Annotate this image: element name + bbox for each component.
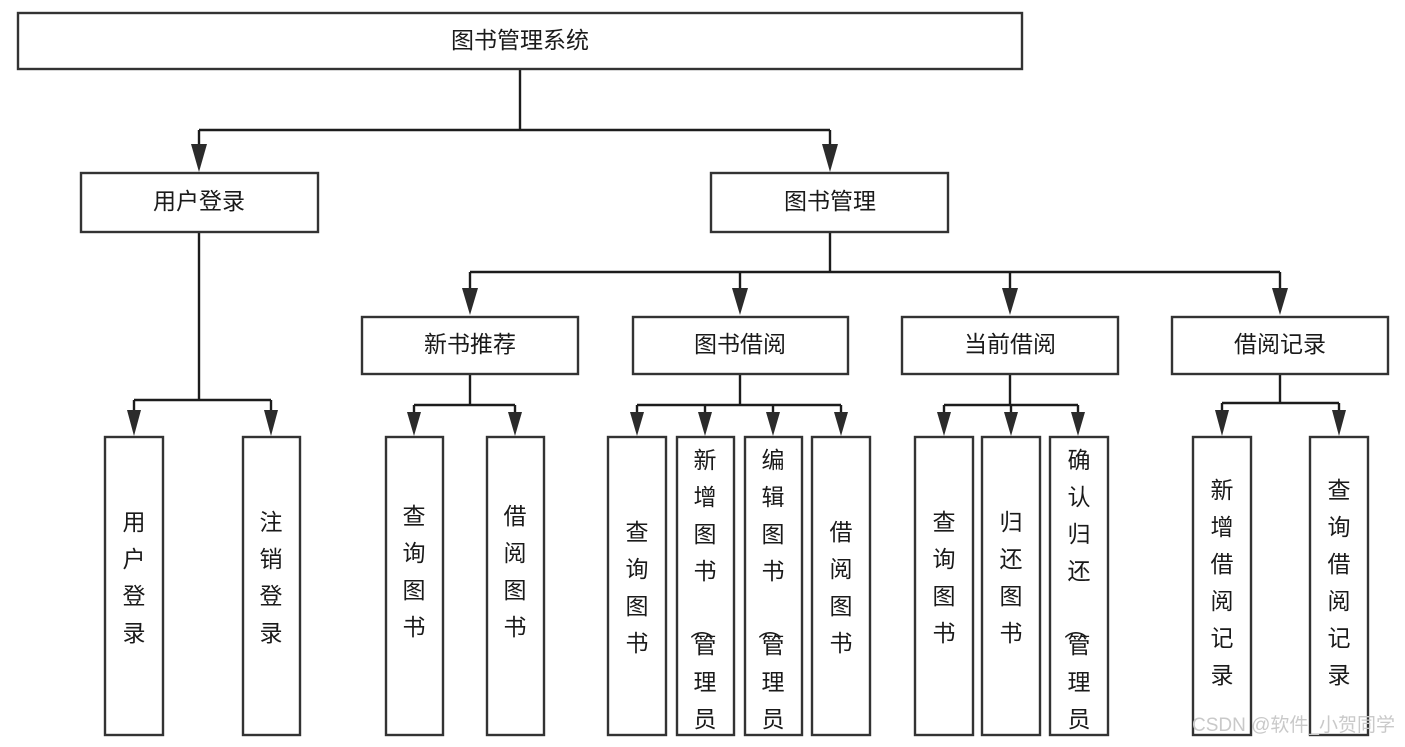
leaf-node-book-borrow-2[interactable]: 新增图书（管理员） <box>675 435 736 747</box>
leaf-node-borrow-record-2-box[interactable] <box>1308 435 1370 737</box>
leaf-node-user-login-1-box[interactable] <box>103 435 165 737</box>
leaf-node-new-book-2-box[interactable] <box>485 435 546 737</box>
connector-group-book-borrow <box>630 375 848 436</box>
leaf-node-current-borrow-2[interactable]: 归还图书 <box>980 435 1042 737</box>
arrow-head-leaf-book-borrow-4 <box>834 412 848 436</box>
leaf-node-current-borrow-3[interactable]: 确认归还（管理员） <box>1048 435 1110 747</box>
leaf-node-current-borrow-1-label: 查询图书 <box>933 509 956 646</box>
node-new-book-recommend-label: 新书推荐 <box>424 331 516 357</box>
leaf-node-borrow-record-2-label: 查询借阅记录 <box>1328 477 1351 688</box>
leaf-node-new-book-1[interactable]: 查询图书 <box>384 435 445 737</box>
arrow-head-leaf-current-borrow-1 <box>937 412 951 436</box>
leaf-node-book-borrow-2-label: 新增图书（管理员） <box>689 447 717 747</box>
watermark-text: CSDN @软件_小贺同学 <box>1192 714 1395 736</box>
leaf-node-new-book-1-label: 查询图书 <box>403 503 426 640</box>
connector-group-book-mgmt <box>462 233 1288 315</box>
node-book-borrow-box[interactable] <box>631 315 850 376</box>
arrow-head-current-borrow <box>1002 288 1018 315</box>
connector-group-current-borrow <box>937 375 1085 436</box>
node-book-management-box[interactable] <box>709 171 950 234</box>
leaf-node-new-book-2-label: 借阅图书 <box>504 503 527 640</box>
leaf-node-book-borrow-1-label: 查询图书 <box>626 519 649 656</box>
leaf-node-current-borrow-1[interactable]: 查询图书 <box>913 435 975 737</box>
arrow-head-leaf-current-borrow-3 <box>1071 412 1085 436</box>
arrow-head-book-mgmt <box>822 144 838 172</box>
leaf-node-book-borrow-2-box[interactable] <box>675 435 736 737</box>
node-user-login-box[interactable] <box>79 171 320 234</box>
leaf-node-current-borrow-1-box[interactable] <box>913 435 975 737</box>
arrow-head-user-login <box>191 144 207 172</box>
leaf-node-borrow-record-1[interactable]: 新增借阅记录 <box>1191 435 1253 737</box>
leaf-node-borrow-record-2[interactable]: 查询借阅记录 <box>1308 435 1370 737</box>
leaf-node-new-book-1-box[interactable] <box>384 435 445 737</box>
arrow-head-leaf-borrow-record-2 <box>1332 410 1346 436</box>
node-book-borrow[interactable]: 图书借阅 <box>631 315 850 376</box>
node-root[interactable]: 图书管理系统 <box>16 11 1024 71</box>
node-book-management[interactable]: 图书管理 <box>709 171 950 234</box>
leaf-node-user-login-2-label: 注销登录 <box>260 509 283 646</box>
leaf-node-book-borrow-3[interactable]: 编辑图书（管理员） <box>743 435 804 747</box>
connector-group-user-login <box>127 233 278 436</box>
leaf-node-current-borrow-2-box[interactable] <box>980 435 1042 737</box>
arrow-head-leaf-user-login-1 <box>127 410 141 436</box>
node-borrow-record-label: 借阅记录 <box>1234 331 1326 357</box>
arrow-head-leaf-book-borrow-1 <box>630 412 644 436</box>
arrow-head-leaf-borrow-record-1 <box>1215 410 1229 436</box>
node-current-borrow[interactable]: 当前借阅 <box>900 315 1120 376</box>
leaf-node-book-borrow-4-label: 借阅图书 <box>830 519 853 656</box>
arrow-head-leaf-current-borrow-2 <box>1004 412 1018 436</box>
node-user-login-label: 用户登录 <box>153 188 245 214</box>
arrow-head-book-borrow <box>732 288 748 315</box>
node-root-label: 图书管理系统 <box>451 27 589 53</box>
node-borrow-record-box[interactable] <box>1170 315 1390 376</box>
arrow-head-leaf-book-borrow-3 <box>766 412 780 436</box>
leaf-node-user-login-1-label: 用户登录 <box>123 509 146 646</box>
arrow-head-leaf-new-book-2 <box>508 412 522 436</box>
node-current-borrow-box[interactable] <box>900 315 1120 376</box>
node-user-login[interactable]: 用户登录 <box>79 171 320 234</box>
node-new-book-recommend[interactable]: 新书推荐 <box>360 315 580 376</box>
node-current-borrow-label: 当前借阅 <box>964 331 1056 357</box>
leaf-node-borrow-record-1-label: 新增借阅记录 <box>1211 477 1234 688</box>
leaf-node-book-borrow-4[interactable]: 借阅图书 <box>810 435 872 737</box>
connector-group-root <box>191 69 838 172</box>
node-book-management-label: 图书管理 <box>784 188 876 214</box>
node-new-book-recommend-box[interactable] <box>360 315 580 376</box>
connector-group-borrow-record <box>1215 375 1346 436</box>
leaf-node-book-borrow-3-box[interactable] <box>743 435 804 737</box>
leaf-node-borrow-record-1-box[interactable] <box>1191 435 1253 737</box>
node-book-borrow-label: 图书借阅 <box>694 331 786 357</box>
arrow-head-leaf-user-login-2 <box>264 410 278 436</box>
leaf-node-current-borrow-2-label: 归还图书 <box>1000 509 1023 646</box>
leaf-node-user-login-2-box[interactable] <box>241 435 302 737</box>
connector-group-new-book-recommend <box>407 375 522 436</box>
leaf-node-book-borrow-1[interactable]: 查询图书 <box>606 435 668 737</box>
arrow-head-leaf-book-borrow-2 <box>698 412 712 436</box>
leaf-node-current-borrow-3-box[interactable] <box>1048 435 1110 737</box>
leaf-node-book-borrow-3-label: 编辑图书（管理员） <box>757 447 785 747</box>
leaf-node-new-book-2[interactable]: 借阅图书 <box>485 435 546 737</box>
node-root-box[interactable] <box>16 11 1024 71</box>
leaf-node-user-login-2[interactable]: 注销登录 <box>241 435 302 737</box>
leaf-node-user-login-1[interactable]: 用户登录 <box>103 435 165 737</box>
node-borrow-record[interactable]: 借阅记录 <box>1170 315 1390 376</box>
leaf-node-current-borrow-3-label: 确认归还（管理员） <box>1063 447 1091 747</box>
arrow-head-leaf-new-book-1 <box>407 412 421 436</box>
leaf-node-book-borrow-4-box[interactable] <box>810 435 872 737</box>
leaf-node-book-borrow-1-box[interactable] <box>606 435 668 737</box>
arrow-head-new-book-recommend <box>462 288 478 315</box>
arrow-head-borrow-record <box>1272 288 1288 315</box>
